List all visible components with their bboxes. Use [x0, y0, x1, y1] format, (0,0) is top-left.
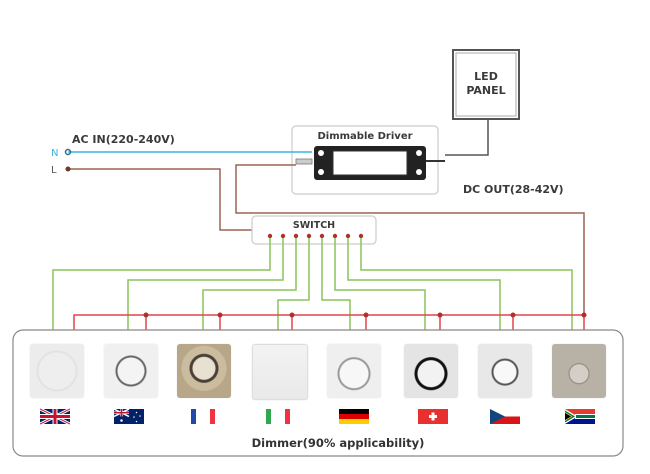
- flag-au-icon: [114, 408, 144, 424]
- switch-label: SWITCH: [293, 220, 335, 231]
- bus-junction: [143, 312, 149, 318]
- switch-terminal: [293, 233, 299, 239]
- dimmer-cz: [478, 344, 532, 398]
- dimmer-panel: [12, 329, 624, 457]
- flag-cz-icon: [490, 409, 520, 424]
- signal-wire: [127, 238, 284, 330]
- switch-terminal: [280, 233, 286, 239]
- bus-junction: [581, 312, 587, 318]
- driver-label: Dimmable Driver: [317, 131, 412, 142]
- dimmer-de: [327, 344, 381, 398]
- bus-junction: [510, 312, 516, 318]
- dimmer-fr: [177, 344, 231, 398]
- signal-wire: [202, 238, 297, 330]
- led-panel-box: [452, 49, 520, 120]
- dimmer-ch: [404, 344, 458, 398]
- flag-it-icon: [266, 409, 290, 424]
- signal-wire: [334, 238, 426, 330]
- flag-de-icon: [339, 409, 369, 424]
- switch-terminal: [345, 233, 351, 239]
- switch-terminal: [267, 233, 273, 239]
- power-bus: [73, 312, 587, 330]
- dimmer-au: [104, 344, 158, 398]
- bus-wire: [73, 314, 584, 330]
- flag-ch-icon: [418, 409, 448, 424]
- dimmer-uk: [30, 344, 84, 398]
- live-wire-to-dimmers: [235, 164, 585, 315]
- signal-wires: [52, 238, 573, 330]
- signal-wire: [321, 238, 351, 330]
- flag-za-icon: [565, 409, 595, 424]
- bus-junction: [217, 312, 223, 318]
- led-panel-label-2: PANEL: [466, 84, 505, 97]
- live-wire-to-switch: [68, 168, 252, 231]
- flag-uk-icon: [40, 407, 70, 426]
- switch-terminals: [267, 233, 364, 239]
- dimmer-za: [552, 344, 606, 398]
- ac-in-label: AC IN(220-240V): [72, 133, 175, 146]
- bus-junction: [363, 312, 369, 318]
- dc-output-wire: [445, 119, 489, 156]
- flag-fr-icon: [191, 409, 215, 424]
- bus-junction: [289, 312, 295, 318]
- led-panel-label-1: LED: [474, 70, 498, 83]
- neutral-label: N: [51, 148, 58, 159]
- switch-terminal: [358, 233, 364, 239]
- bus-junction: [437, 312, 443, 318]
- dc-out-label: DC OUT(28-42V): [463, 183, 564, 196]
- signal-wire: [347, 238, 501, 330]
- signal-wire: [360, 238, 573, 330]
- switch-terminal: [319, 233, 325, 239]
- live-label: L: [51, 165, 57, 176]
- switch-terminal: [306, 233, 312, 239]
- dimmer-caption: Dimmer(90% applicability): [252, 436, 425, 450]
- switch-terminal: [332, 233, 338, 239]
- signal-wire: [52, 238, 271, 330]
- dimmer-it: [252, 344, 308, 400]
- driver-icon: [295, 146, 445, 180]
